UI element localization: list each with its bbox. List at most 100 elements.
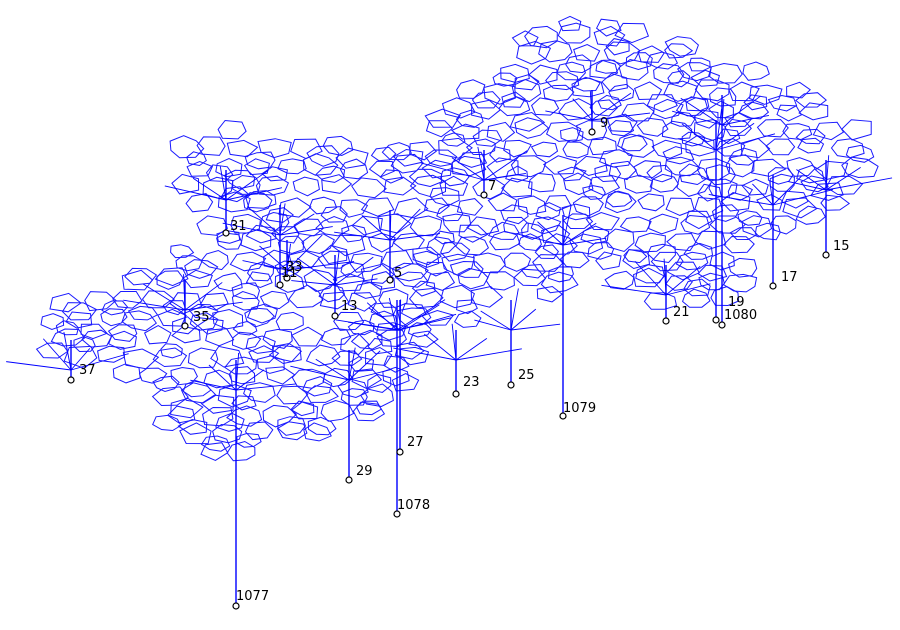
node-19-marker[interactable] (712, 316, 720, 324)
node-27-marker[interactable] (396, 448, 404, 456)
bracing-1079 (562, 237, 607, 246)
mesh-cell (557, 22, 591, 44)
mesh-cell (393, 197, 429, 219)
node-27: 27 (396, 435, 424, 456)
node-11-marker[interactable] (283, 274, 291, 282)
node-33-marker[interactable] (276, 281, 284, 289)
node-1080-marker[interactable] (718, 321, 726, 329)
mesh-cell (215, 157, 243, 178)
mesh-cell (200, 394, 235, 414)
mesh-cell (720, 192, 751, 212)
node-1077-marker[interactable] (232, 602, 240, 610)
mesh-cell (274, 270, 305, 293)
mesh-cell (246, 303, 278, 324)
mesh-cell (797, 137, 825, 154)
bracing-7 (420, 162, 485, 181)
mesh-cell (682, 288, 711, 308)
node-27-label: 27 (407, 435, 424, 450)
mesh-cell (559, 251, 590, 269)
bracing-13 (334, 278, 378, 286)
node-21-label: 21 (673, 305, 690, 320)
mesh-cell (694, 79, 730, 102)
mesh-cell (705, 164, 736, 186)
bracing-1078 (347, 321, 398, 331)
node-5-marker[interactable] (386, 276, 394, 284)
mesh-cell (438, 137, 473, 159)
mesh-cell (425, 120, 454, 138)
mesh-cell (321, 174, 353, 194)
node-23: 23 (452, 375, 480, 398)
node-17-marker[interactable] (769, 282, 777, 290)
bracing-9 (545, 110, 593, 121)
node-1078-marker[interactable] (393, 510, 401, 518)
node-29-marker[interactable] (345, 476, 353, 484)
bracing-9 (572, 98, 593, 121)
node-9: 9 (588, 116, 608, 136)
node-1079-marker[interactable] (559, 412, 567, 420)
mesh-cell (455, 109, 484, 128)
mesh-cell (340, 388, 368, 406)
node-1077: 1077 (232, 589, 269, 610)
bracing-29 (348, 350, 381, 381)
node-37-marker[interactable] (67, 376, 75, 384)
node-31: 31 (222, 219, 247, 237)
bracing-31 (164, 185, 227, 201)
mesh-cell (205, 164, 234, 183)
mesh-cell (256, 355, 285, 374)
node-15-marker[interactable] (822, 251, 830, 259)
mesh-cell (349, 252, 383, 273)
mesh-cell (80, 323, 108, 340)
mesh-cell (303, 269, 338, 293)
mesh-cell (350, 329, 383, 350)
bracing-35 (184, 301, 243, 311)
mesh-cell (200, 249, 229, 271)
node-5: 5 (386, 266, 402, 284)
mesh-cell (664, 156, 701, 177)
node-31-marker[interactable] (222, 229, 230, 237)
mesh-cell (157, 308, 187, 327)
mesh-cell (724, 118, 752, 137)
node-25-marker[interactable] (507, 381, 515, 389)
bracing-1079 (562, 222, 597, 246)
bracing-5 (389, 208, 421, 241)
mesh-cell (845, 144, 875, 163)
node-35-marker[interactable] (181, 322, 189, 330)
node-23-marker[interactable] (452, 390, 460, 398)
mesh-cell (257, 138, 292, 159)
node-5-label: 5 (394, 266, 402, 281)
mesh-cell (670, 111, 696, 127)
mesh-cell (487, 192, 518, 212)
mesh-cell (171, 173, 200, 195)
mesh-cell (830, 138, 865, 159)
mesh-cell (725, 154, 755, 178)
mesh-cell (411, 280, 436, 297)
mesh-cell (589, 59, 619, 79)
bracing-5 (361, 215, 391, 241)
mesh-cell (708, 178, 738, 199)
node-21-marker[interactable] (662, 317, 670, 325)
bracing-15 (825, 166, 861, 191)
mesh-cell (563, 172, 594, 196)
mesh-cell (573, 43, 601, 62)
mesh-cell (751, 158, 787, 177)
node-29: 29 (345, 464, 373, 484)
mesh-cell (162, 300, 186, 316)
mesh-cell (606, 113, 638, 133)
mesh-cell (453, 310, 482, 328)
mesh-cell (307, 416, 337, 436)
bracing-33 (279, 213, 315, 236)
node-13-marker[interactable] (331, 312, 339, 320)
node-7-marker[interactable] (480, 191, 488, 199)
mesh-cell (424, 197, 450, 215)
mesh-cell (796, 164, 825, 184)
mesh-cell (665, 275, 693, 291)
mesh-cell (528, 64, 558, 85)
mesh-cell (667, 70, 691, 88)
mesh-cell (514, 74, 540, 91)
mesh-cell (708, 62, 743, 84)
node-9-marker[interactable] (588, 128, 596, 136)
mesh-cell (516, 40, 552, 65)
mesh-cell (112, 363, 141, 384)
mesh-cell (186, 151, 207, 167)
